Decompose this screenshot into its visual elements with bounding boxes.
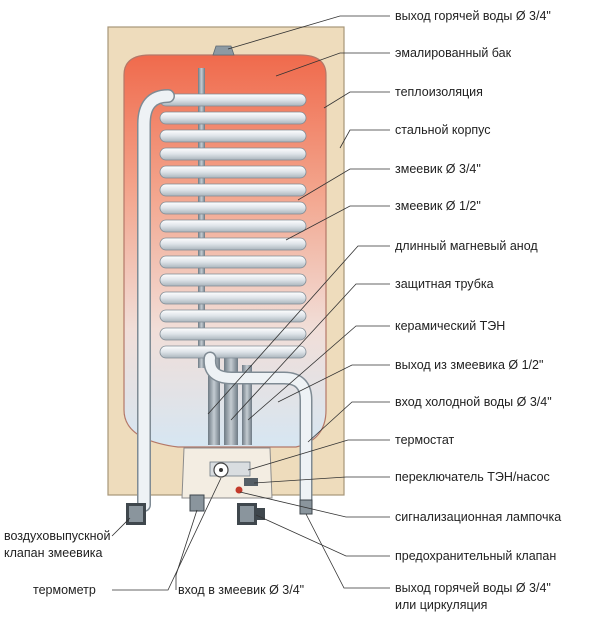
magnesium-anode bbox=[198, 68, 205, 368]
label-thermometer: термометр bbox=[33, 583, 96, 597]
air-vent-valve bbox=[126, 503, 146, 525]
label-coil-inlet: вход в змеевик Ø 3/4" bbox=[178, 583, 304, 597]
label-hot-water-or-circulation-line1: выход горячей воды Ø 3/4" bbox=[395, 581, 551, 595]
signal-lamp bbox=[235, 486, 243, 494]
coil-inlet-fitting bbox=[189, 494, 205, 512]
label-hot-water-outlet: выход горячей воды Ø 3/4" bbox=[395, 9, 551, 23]
label-ceramic-heater: керамический ТЭН bbox=[395, 319, 505, 333]
heater-pump-switch bbox=[244, 478, 258, 486]
label-enamel-tank: эмалированный бак bbox=[395, 46, 512, 60]
label-cold-water-inlet: вход холодной воды Ø 3/4" bbox=[395, 395, 552, 409]
label-air-vent-valve-line2: клапан змеевика bbox=[4, 546, 103, 560]
label-heater-pump-switch: переключатель ТЭН/насос bbox=[395, 470, 550, 484]
label-thermostat: термостат bbox=[395, 433, 455, 447]
top-hot-water-nozzle bbox=[212, 45, 235, 56]
label-signal-lamp: сигнализационная лампочка bbox=[395, 510, 561, 524]
label-magnesium-anode: длинный магневый анод bbox=[395, 239, 538, 253]
label-coil-3-4: змеевик Ø 3/4" bbox=[395, 162, 481, 176]
safety-valve bbox=[237, 503, 265, 525]
label-thermal-insulation: теплоизоляция bbox=[395, 85, 483, 99]
heater-rod bbox=[242, 365, 252, 445]
coil-rungs bbox=[159, 93, 307, 359]
label-air-vent-valve-line1: воздуховыпускной bbox=[4, 529, 110, 543]
label-hot-water-or-circulation-line2: или циркуляция bbox=[395, 598, 487, 612]
label-protective-tube: защитная трубка bbox=[395, 277, 494, 291]
label-coil-1-2: змеевик Ø 1/2" bbox=[395, 199, 481, 213]
label-steel-housing: стальной корпус bbox=[395, 123, 491, 137]
label-safety-valve: предохранительный клапан bbox=[395, 549, 556, 563]
label-coil-outlet: выход из змеевика Ø 1/2" bbox=[395, 358, 543, 372]
leader-lines bbox=[111, 15, 390, 591]
protective-tube bbox=[224, 358, 238, 445]
